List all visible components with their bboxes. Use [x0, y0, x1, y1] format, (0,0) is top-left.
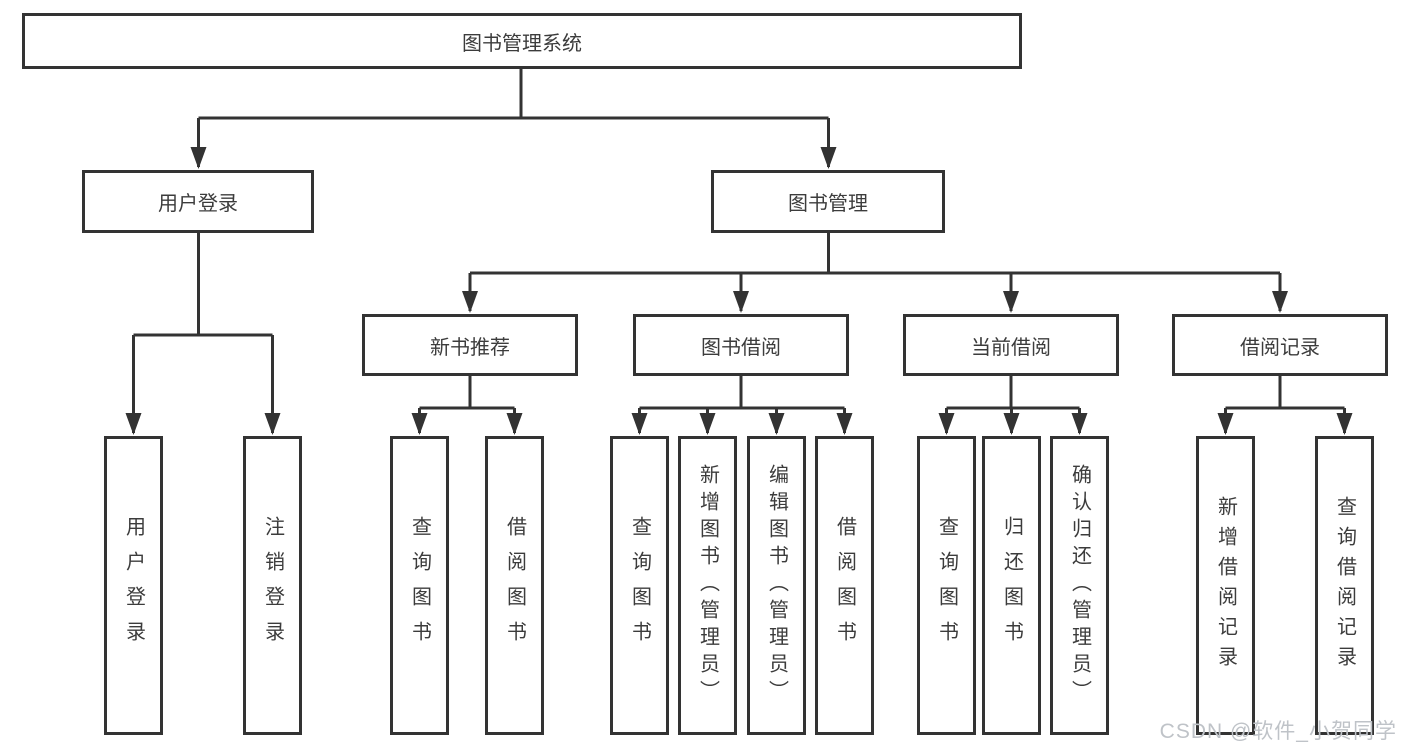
- node-label: 查询图书: [408, 515, 431, 656]
- csdn-watermark: CSDN @软件_小贺同学: [1159, 720, 1397, 743]
- node-query-book-borrow: 查询图书: [610, 436, 669, 735]
- node-borrow-book: 借阅图书: [815, 436, 874, 735]
- node-add-book-admin: 新增图书（管理员）: [678, 436, 737, 735]
- edge-recommend-trunk: [419, 376, 515, 410]
- node-label: 借阅图书: [503, 515, 526, 656]
- node-label: 确认归还（管理员）: [1068, 464, 1091, 707]
- node-label: 当前借阅: [971, 336, 1051, 359]
- node-book-borrow: 图书借阅: [633, 314, 849, 376]
- node-label: 查询图书: [935, 515, 958, 656]
- node-user-login: 用户登录: [104, 436, 163, 735]
- node-borrow-records: 借阅记录: [1172, 314, 1388, 376]
- node-return-book: 归还图书: [982, 436, 1041, 735]
- edge-records-trunk: [1225, 376, 1345, 410]
- node-label: 新增图书（管理员）: [696, 464, 719, 707]
- node-label: 图书管理: [788, 193, 868, 215]
- node-query-book-recommend: 查询图书: [390, 436, 449, 735]
- node-label: 新书推荐: [430, 336, 510, 359]
- node-label: 用户登录: [158, 193, 238, 215]
- node-label: 图书管理系统: [462, 32, 582, 55]
- edge-current-trunk: [946, 376, 1080, 410]
- node-edit-book-admin: 编辑图书（管理员）: [747, 436, 806, 735]
- node-label: 借阅记录: [1240, 336, 1320, 359]
- node-label: 图书借阅: [701, 336, 781, 359]
- node-query-borrow-record: 查询借阅记录: [1315, 436, 1374, 735]
- node-add-borrow-record: 新增借阅记录: [1196, 436, 1255, 735]
- node-query-book-current: 查询图书: [917, 436, 976, 735]
- node-logout: 注销登录: [243, 436, 302, 735]
- node-label: 新增借阅记录: [1214, 495, 1237, 676]
- node-label: 用户登录: [122, 515, 145, 656]
- edge-borrow-trunk: [639, 376, 845, 410]
- edge-userlogin-trunk: [133, 233, 273, 337]
- node-book-management-system: 图书管理系统: [22, 13, 1022, 69]
- node-new-book-recommend: 新书推荐: [362, 314, 578, 376]
- node-label: 借阅图书: [833, 515, 856, 656]
- node-book-management: 图书管理: [711, 170, 945, 233]
- node-label: 归还图书: [1000, 515, 1023, 656]
- node-label: 注销登录: [261, 515, 284, 656]
- node-label: 编辑图书（管理员）: [765, 464, 788, 707]
- node-confirm-return-admin: 确认归还（管理员）: [1050, 436, 1109, 735]
- node-label: 查询借阅记录: [1333, 495, 1356, 676]
- edge-bookmgmt-trunk: [470, 233, 1280, 275]
- node-user-login-group: 用户登录: [82, 170, 314, 233]
- edge-root-trunk: [198, 69, 829, 120]
- node-label: 查询图书: [628, 515, 651, 656]
- node-borrow-book-recommend: 借阅图书: [485, 436, 544, 735]
- node-current-borrow: 当前借阅: [903, 314, 1119, 376]
